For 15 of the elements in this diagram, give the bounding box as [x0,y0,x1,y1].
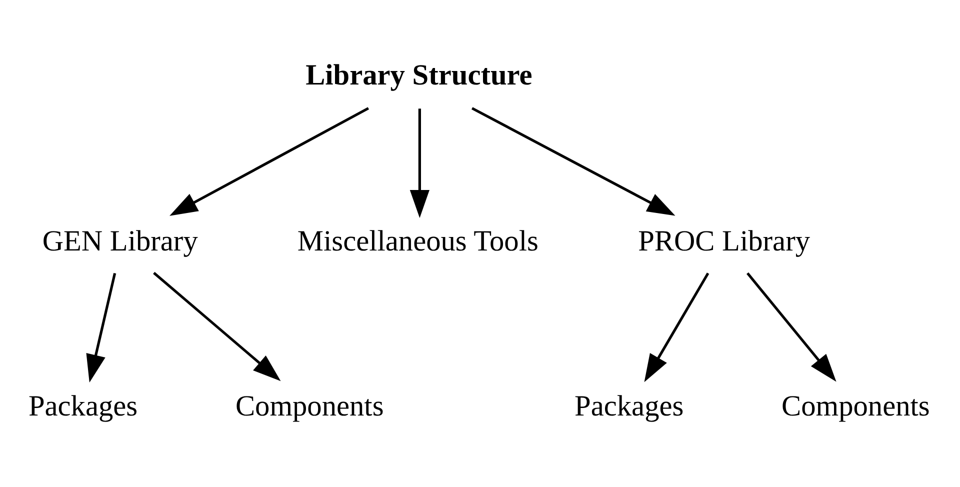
arrow [153,272,281,382]
node-text: Components [235,390,384,422]
node-text: PROC Library [638,226,810,258]
node-text: Packages [574,390,684,422]
arrow [410,108,430,218]
node-text: GEN Library [42,226,198,258]
arrow [471,107,676,216]
node-text: Miscellaneous Tools [297,226,538,258]
arrow [170,107,370,216]
arrow [644,272,710,382]
node-text: Packages [28,390,138,422]
arrow [746,272,836,382]
node-text: Library Structure [306,59,532,92]
arrow [86,272,116,383]
node-text: Components [782,390,930,422]
